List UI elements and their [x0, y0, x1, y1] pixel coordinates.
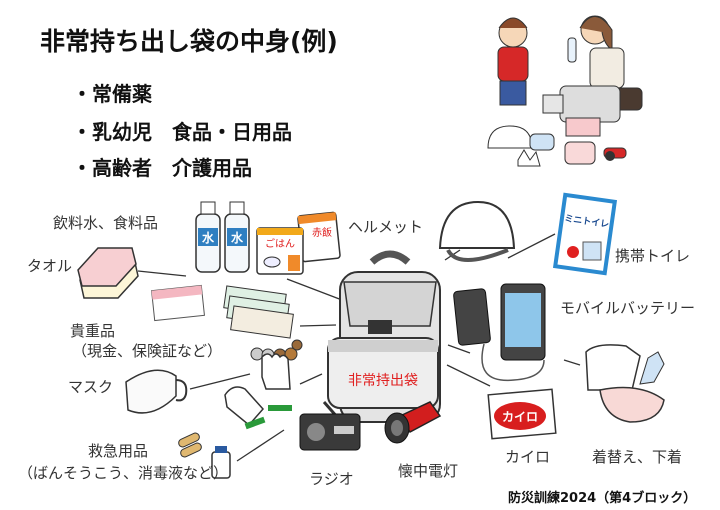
label-mask: マスク [68, 378, 114, 396]
label-valuables-note: （現金、保険証など） [72, 342, 223, 360]
rice-label: ごはん [265, 237, 295, 250]
label-mobile-battery: モバイルバッテリー [560, 299, 696, 317]
label-helmet: ヘルメット [348, 218, 424, 236]
mask [125, 369, 188, 414]
bullet-elderly-items: ・高齢者 介護用品 [72, 156, 252, 180]
water-label-2: 水 [231, 230, 244, 245]
label-water-food: 飲料水、食料品 [53, 214, 159, 232]
cash [223, 285, 303, 362]
portable-toilet: ミニトイレ [552, 192, 618, 276]
family-packing-illustration [487, 15, 643, 167]
helmet [438, 200, 516, 262]
page-title: 非常持ち出し袋の中身(例) [40, 27, 338, 56]
label-flashlight: 懐中電灯 [398, 462, 459, 480]
label-clothes: 着替え、下着 [592, 448, 683, 466]
flashlight [384, 401, 442, 444]
radio [299, 401, 361, 451]
insurance-card [151, 284, 205, 322]
bullet-medicine: ・常備薬 [72, 82, 152, 106]
kairo-heat-pack: カイロ [487, 388, 557, 440]
label-first-aid-note: （ばんそうこう、消毒液など） [18, 464, 229, 482]
mobile-battery-and-phone [453, 283, 546, 382]
label-kairo: カイロ [505, 448, 551, 466]
water-bottles: 水 水 [195, 201, 250, 273]
water-label-1: 水 [202, 230, 215, 245]
label-portable-toilet: 携帯トイレ [615, 247, 691, 265]
label-valuables: 貴重品 [70, 322, 116, 340]
towel [77, 247, 139, 299]
clothes-and-underwear [585, 344, 665, 423]
first-aid-items [178, 432, 231, 479]
emergency-backpack: 非常持出袋 [327, 250, 441, 423]
bullet-infant-items: ・乳幼児 食品・日用品 [72, 120, 292, 144]
food-packs: 赤飯 ごはん [256, 211, 341, 275]
label-radio: ラジオ [309, 470, 354, 488]
work-gloves [224, 353, 292, 430]
label-first-aid: 救急用品 [88, 442, 149, 460]
leader-lines [137, 233, 581, 462]
bag-label: 非常持出袋 [348, 373, 418, 389]
sekihan-label: 赤飯 [312, 226, 332, 239]
label-towel: タオル [27, 257, 73, 275]
kairo-pack-label: カイロ [502, 410, 538, 424]
footer-caption: 防災訓練2024（第4ブロック） [508, 491, 697, 506]
